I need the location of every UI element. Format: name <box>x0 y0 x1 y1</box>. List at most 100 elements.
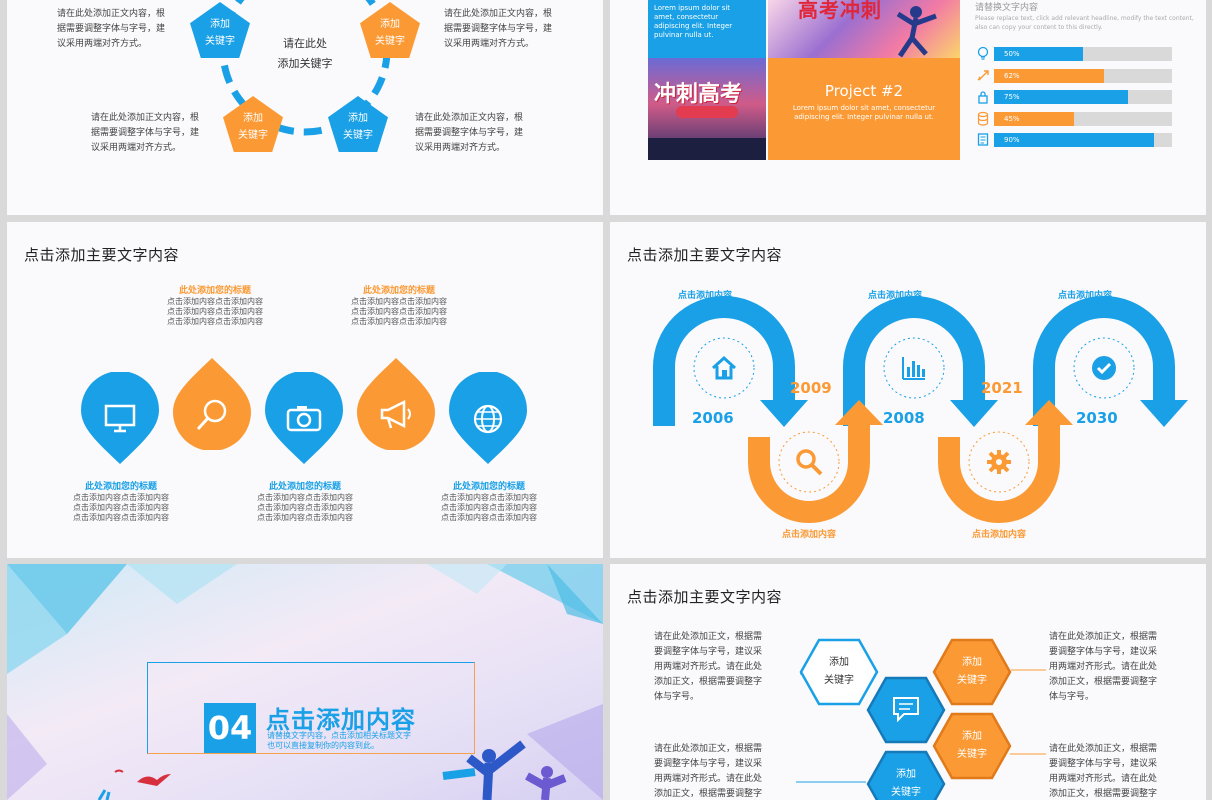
pentagon-label: 添加 <box>380 19 400 30</box>
body-text-bottom-left: 请在此处添加正文内容，根据需要调整字体与字号，建议采用两端对齐方式。 <box>91 113 200 153</box>
slide-timeline[interactable]: 点击添加主要文字内容 点击添加内容 点击添加内容 点击添加内容 点击添加内容 点… <box>610 222 1206 558</box>
slide-title: 点击添加主要文字内容 <box>627 588 783 606</box>
project-card[interactable]: Project #2 Lorem ipsum dolor sit amet, c… <box>768 58 960 160</box>
bar-chart-icon <box>902 357 925 380</box>
progress-row: 50% <box>972 46 1182 62</box>
progress-fill: 75% <box>994 90 1128 104</box>
caption-top-2: 此处添加您的标题点击添加内容点击添加内容点击添加内容点击添加内容点击添加内容点击… <box>351 286 447 326</box>
left-text-top: 请在此处添加正文，根据需要调整字体与字号，建议采用两端对齐形式。请在此处添加正文… <box>654 632 763 702</box>
slide-cycle-diagram[interactable]: 添加关键字 添加关键字 添加关键字 添加关键字 请在此处 添加关键字 请在此处添… <box>7 0 603 215</box>
promo-photo-top: 高考冲刺 <box>768 0 960 58</box>
body-text-top-right: 请在此处添加正文内容，根据需要调整字体与字号，建议采用两端对齐方式。 <box>444 9 553 49</box>
hex-label: 关键字 <box>824 675 854 686</box>
megaphone-icon <box>380 399 411 429</box>
drop-megaphone[interactable] <box>357 358 435 450</box>
year-label: 2009 <box>790 379 832 397</box>
photo-crowd <box>648 138 766 160</box>
drop-globe[interactable] <box>449 372 527 464</box>
globe-icon <box>473 404 503 434</box>
progress-fill: 45% <box>994 111 1075 126</box>
pentagon-label: 关键字 <box>375 36 405 47</box>
progress-track: 75% <box>994 90 1172 104</box>
hex-label: 添加 <box>896 769 916 780</box>
pentagon-label: 关键字 <box>238 130 268 141</box>
hex-label: 关键字 <box>957 749 987 760</box>
check-circle-icon <box>1092 356 1116 380</box>
database-icon <box>977 111 989 126</box>
hex-label: 关键字 <box>891 787 921 798</box>
progress-row: 45% <box>972 111 1182 127</box>
timeline-label-bottom: 点击添加内容 <box>972 530 1027 540</box>
photo-calligraphy: 冲刺高考 <box>654 81 743 107</box>
caption-bottom-2: 此处添加您的标题点击添加内容点击添加内容点击添加内容点击添加内容点击添加内容点击… <box>257 482 353 522</box>
lock-icon <box>978 91 988 104</box>
timeline-label-top: 点击添加内容 <box>678 291 733 301</box>
section-heading: 点击添加内容 <box>266 706 416 734</box>
hex-chat[interactable] <box>866 676 946 744</box>
right-text-bottom: 请在此处添加正文，根据需要调整字体与字号，建议采用两端对齐形式。请在此处添加正文… <box>1049 744 1158 799</box>
hex-label: 添加 <box>962 731 982 742</box>
hex-keyword-outline[interactable]: 添加关键字 <box>799 638 879 706</box>
slide-section-divider[interactable]: 04 点击添加内容 请替换文字内容，点击添加相关标题文字也可以直接复制你的内容到… <box>7 564 603 800</box>
hex-keyword-orange-1[interactable]: 添加关键字 <box>932 638 1012 706</box>
right-description: Please replace text, click add relevant … <box>975 15 1194 31</box>
drop-magnifier[interactable] <box>173 358 251 450</box>
hex-label: 添加 <box>962 657 982 668</box>
timeline-label-top: 点击添加内容 <box>868 291 923 301</box>
cycle-center-text: 请在此处 添加关键字 <box>265 34 345 74</box>
monitor-icon <box>104 404 136 433</box>
pentagon-label: 添加 <box>243 113 263 124</box>
pentagon-label: 添加 <box>210 19 230 30</box>
progress-fill: 90% <box>994 133 1155 147</box>
lightbulb-icon <box>977 46 989 60</box>
camera-icon <box>286 406 322 432</box>
jumping-figure <box>896 6 937 58</box>
slide-title: 点击添加主要文字内容 <box>627 246 783 264</box>
photo-calligraphy: 高考冲刺 <box>798 0 882 22</box>
project-title: Project #2 <box>824 82 904 100</box>
file-icon <box>977 133 989 146</box>
progress-track: 90% <box>994 133 1172 147</box>
gear-icon <box>987 450 1011 474</box>
lowpoly-background <box>7 564 603 800</box>
search-icon <box>796 449 823 476</box>
hex-keyword-blue[interactable]: 添加关键字 <box>866 750 946 800</box>
chat-icon <box>893 697 919 722</box>
progress-track: 50% <box>994 47 1172 61</box>
caption-bottom-3: 此处添加您的标题点击添加内容点击添加内容点击添加内容点击添加内容点击添加内容点击… <box>441 482 537 522</box>
hex-keyword-orange-2[interactable]: 添加关键字 <box>932 712 1012 780</box>
timeline-label-top: 点击添加内容 <box>1058 291 1113 301</box>
left-text-bottom: 请在此处添加正文，根据需要调整字体与字号，建议采用两端对齐形式。请在此处添加正文… <box>654 744 763 799</box>
drop-monitor[interactable] <box>81 372 159 464</box>
photo-banner <box>676 106 738 118</box>
right-heading: 请替换文字内容 <box>975 3 1039 13</box>
section-number: 04 <box>204 703 256 753</box>
progress-row: 75% <box>972 89 1182 105</box>
progress-row: 62% <box>972 68 1182 84</box>
progress-row: 90% <box>972 132 1182 148</box>
slide-hexagons[interactable]: 点击添加主要文字内容 请在此处添加正文，根据需要调整字体与字号，建议采用两端对齐… <box>610 564 1206 800</box>
section-frame <box>147 662 475 754</box>
pentagon-label: 添加 <box>348 113 368 124</box>
progress-track: 45% <box>994 111 1172 126</box>
progress-fill: 62% <box>994 68 1105 83</box>
year-label: 2030 <box>1076 409 1118 427</box>
body-text-top-left: 请在此处添加正文内容，根据需要调整字体与字号，建议采用两端对齐方式。 <box>57 9 166 49</box>
hex-label: 添加 <box>829 657 849 668</box>
pentagon-label: 关键字 <box>343 130 373 141</box>
center-line: 请在此处 <box>283 37 327 50</box>
center-line: 添加关键字 <box>277 57 333 70</box>
progress-fill: 50% <box>994 47 1083 61</box>
slide-title: 点击添加主要文字内容 <box>24 246 180 264</box>
pentagon-label: 关键字 <box>205 36 235 47</box>
year-label: 2006 <box>692 409 734 427</box>
drop-camera[interactable] <box>265 372 343 464</box>
slide-drop-icons[interactable]: 点击添加主要文字内容 此处添加您的标题点击添加内容点击添加内容点击添加内容点击添… <box>7 222 603 558</box>
jumping-people <box>442 740 567 800</box>
caption-top-1: 此处添加您的标题点击添加内容点击添加内容点击添加内容点击添加内容点击添加内容点击… <box>167 286 263 326</box>
body-text-bottom-right: 请在此处添加正文内容，根据需要调整字体与字号，建议采用两端对齐方式。 <box>415 113 524 153</box>
section-subtext: 请替换文字内容，点击添加相关标题文字也可以直接复制你的内容到此。 <box>267 731 411 750</box>
caption-bottom-1: 此处添加您的标题点击添加内容点击添加内容点击添加内容点击添加内容点击添加内容点击… <box>73 482 169 522</box>
